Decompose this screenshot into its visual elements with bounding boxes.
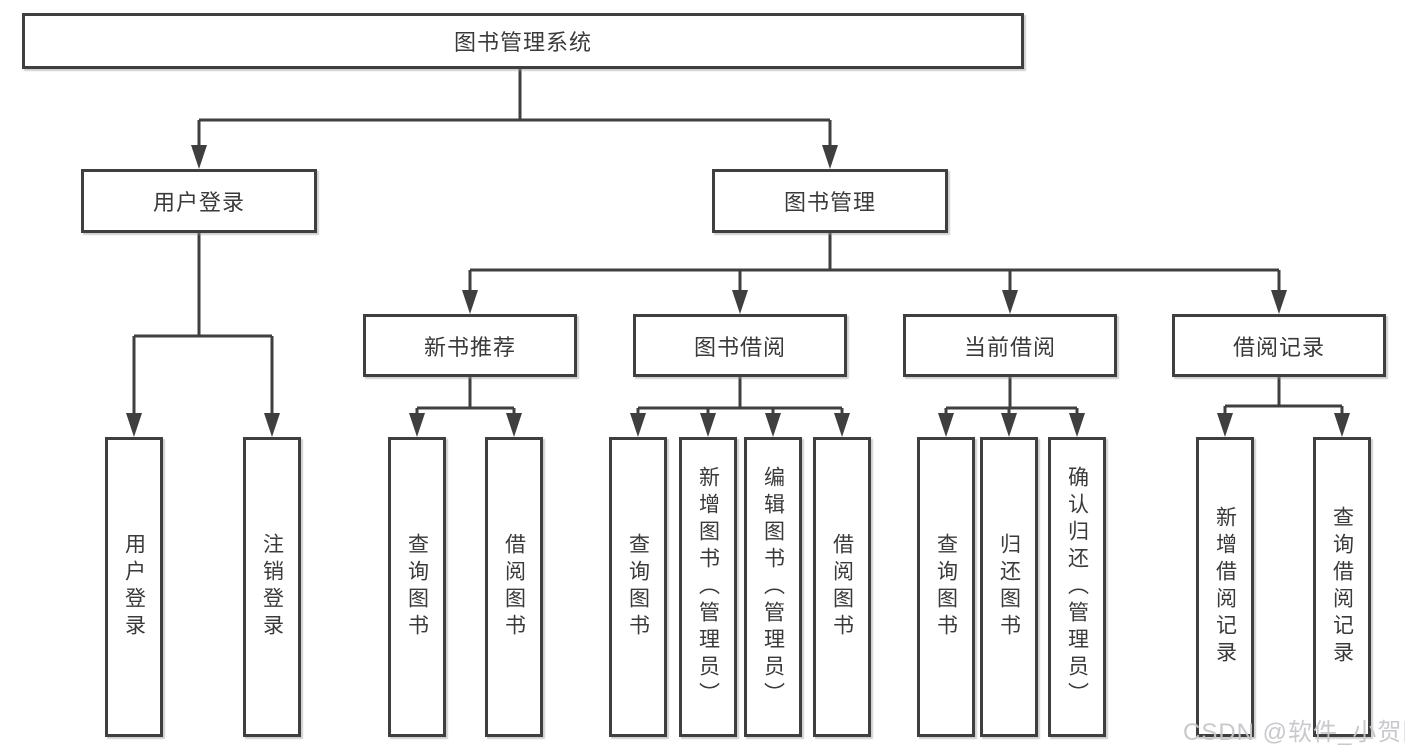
node-label: 图书管理	[783, 190, 876, 215]
connector-line	[468, 233, 1281, 295]
node-edit-books-admin: 编辑图书（管理员）	[744, 437, 802, 737]
connector-line	[636, 377, 844, 418]
arrow-down-icon	[462, 290, 478, 314]
connector-borrowing-records-to-leaves	[1217, 377, 1350, 437]
node-label: 新增借阅记录	[1213, 506, 1237, 668]
node-label: 查询图书	[405, 533, 429, 641]
node-label: 借阅图书	[502, 533, 526, 641]
node-label: 查询图书	[626, 533, 650, 641]
node-new-book-recommendation: 新书推荐	[363, 314, 577, 377]
node-query-books-borrowing: 查询图书	[609, 437, 667, 737]
arrow-down-icon	[1334, 413, 1350, 437]
node-label: 用户登录	[152, 190, 245, 215]
node-label: 新书推荐	[423, 334, 516, 360]
csdn-watermark: CSDN @软件_小贺同学	[1183, 719, 1405, 746]
connector-line	[944, 377, 1079, 418]
node-label: 新增图书（管理员）	[696, 465, 720, 709]
node-borrow-books-recommend: 借阅图书	[485, 437, 543, 737]
node-add-borrow-record: 新增借阅记录	[1196, 437, 1254, 737]
node-label: 注销登录	[260, 533, 284, 641]
connector-book-borrowing-to-leaves	[630, 377, 850, 437]
arrow-down-icon	[1002, 290, 1018, 314]
connector-user-login-to-leaves	[126, 233, 280, 437]
node-query-books-recommend: 查询图书	[388, 437, 446, 737]
node-label: 图书借阅	[693, 334, 786, 360]
node-label: 查询借阅记录	[1330, 506, 1354, 668]
node-label: 图书管理系统	[453, 30, 592, 55]
node-user-login-leaf: 用户登录	[105, 437, 163, 737]
arrow-down-icon	[700, 413, 716, 437]
node-query-borrow-record: 查询借阅记录	[1313, 437, 1371, 737]
connector-new-book-recommendation-to-leaves	[409, 377, 522, 437]
arrow-down-icon	[765, 413, 781, 437]
connector-line	[415, 377, 516, 418]
node-query-books-current: 查询图书	[917, 437, 975, 737]
connector-line	[132, 233, 274, 418]
arrow-down-icon	[1271, 290, 1287, 314]
node-borrow-books-borrowing: 借阅图书	[813, 437, 871, 737]
connector-line	[197, 69, 832, 150]
node-user-login: 用户登录	[81, 169, 317, 233]
arrow-down-icon	[1069, 413, 1085, 437]
node-label: 编辑图书（管理员）	[761, 465, 785, 709]
node-book-management: 图书管理	[712, 169, 948, 233]
arrow-down-icon	[191, 145, 207, 169]
arrow-down-icon	[1001, 413, 1017, 437]
node-borrowing-records: 借阅记录	[1172, 314, 1386, 377]
node-label: 借阅记录	[1232, 334, 1325, 360]
arrow-down-icon	[834, 413, 850, 437]
arrow-down-icon	[264, 413, 280, 437]
node-label: 确认归还（管理员）	[1065, 465, 1089, 709]
arrow-down-icon	[938, 413, 954, 437]
node-book-borrowing: 图书借阅	[633, 314, 847, 377]
node-label: 用户登录	[122, 533, 146, 641]
node-add-books-admin: 新增图书（管理员）	[679, 437, 737, 737]
node-logout-leaf: 注销登录	[243, 437, 301, 737]
node-label: 归还图书	[997, 533, 1021, 641]
node-label: 当前借阅	[963, 334, 1056, 360]
arrow-down-icon	[409, 413, 425, 437]
connector-line	[1223, 377, 1344, 418]
connector-root-to-level2	[191, 69, 838, 169]
node-confirm-return-admin: 确认归还（管理员）	[1048, 437, 1106, 737]
node-current-borrowing: 当前借阅	[903, 314, 1117, 377]
node-label: 查询图书	[934, 533, 958, 641]
connector-book-management-to-level3	[462, 233, 1287, 314]
node-label: 借阅图书	[830, 533, 854, 641]
connector-current-borrowing-to-leaves	[938, 377, 1085, 437]
arrow-down-icon	[1217, 413, 1233, 437]
node-return-books: 归还图书	[980, 437, 1038, 737]
arrow-down-icon	[630, 413, 646, 437]
arrow-down-icon	[732, 290, 748, 314]
node-library-system: 图书管理系统	[22, 13, 1024, 69]
arrow-down-icon	[822, 145, 838, 169]
arrow-down-icon	[126, 413, 142, 437]
arrow-down-icon	[506, 413, 522, 437]
